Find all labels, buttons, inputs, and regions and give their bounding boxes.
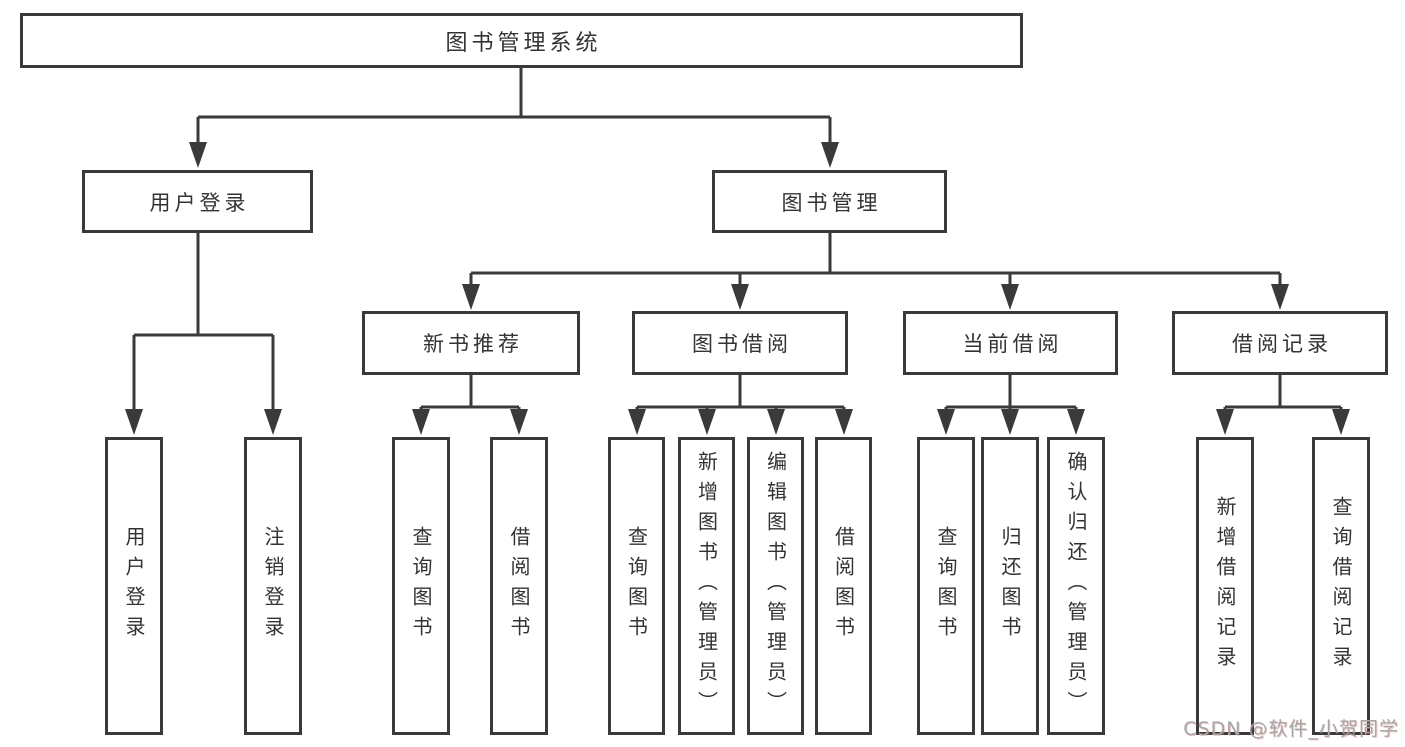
node-label: 借阅记录 (1232, 332, 1332, 356)
arrowheads (125, 142, 1350, 435)
leaf-add-book-admin: 新增图书（管理员） (678, 437, 735, 735)
leaf-current-query-books: 查询图书 (917, 437, 975, 735)
leaf-recommend-query-books: 查询图书 (392, 437, 450, 735)
leaf-logout: 注销登录 (244, 437, 302, 735)
node-user-login: 用户登录 (82, 170, 313, 233)
node-label: 当前借阅 (962, 332, 1063, 356)
leaf-label: 归还图书 (998, 526, 1022, 646)
node-label: 用户登录 (149, 190, 250, 215)
watermark: CSDN @软件_小贺同学 (1183, 718, 1399, 740)
leaf-query-borrow-record: 查询借阅记录 (1312, 437, 1370, 735)
node-label: 图书借阅 (692, 332, 792, 356)
node-new-book-recommend: 新书推荐 (362, 311, 580, 375)
node-label: 新书推荐 (423, 332, 523, 356)
node-current-borrow: 当前借阅 (903, 311, 1118, 375)
node-book-borrow: 图书借阅 (632, 311, 848, 375)
node-label: 图书管理系统 (445, 30, 602, 56)
leaf-confirm-return-admin: 确认归还（管理员） (1047, 437, 1105, 735)
leaf-label: 查询图书 (624, 526, 649, 646)
leaf-borrow-borrow-books: 借阅图书 (815, 437, 872, 735)
leaf-label: 借阅图书 (831, 526, 856, 646)
node-root: 图书管理系统 (20, 13, 1023, 68)
leaf-edit-book-admin: 编辑图书（管理员） (747, 437, 804, 735)
leaf-label: 借阅图书 (507, 526, 531, 646)
leaf-recommend-borrow-books: 借阅图书 (490, 437, 548, 735)
leaf-label: 编辑图书（管理员） (763, 451, 788, 721)
leaf-label: 确认归还（管理员） (1064, 451, 1088, 721)
leaf-label: 新增借阅记录 (1213, 496, 1237, 676)
node-borrow-records: 借阅记录 (1172, 311, 1388, 375)
leaf-label: 查询借阅记录 (1329, 496, 1353, 676)
node-book-management: 图书管理 (712, 170, 947, 233)
node-label: 图书管理 (781, 190, 882, 215)
leaf-borrow-query-books: 查询图书 (608, 437, 665, 735)
leaf-add-borrow-record: 新增借阅记录 (1196, 437, 1254, 735)
leaf-label: 新增图书（管理员） (694, 451, 719, 721)
leaf-label: 查询图书 (934, 526, 958, 646)
leaf-user-login: 用户登录 (105, 437, 163, 735)
leaf-label: 注销登录 (261, 526, 285, 646)
leaf-label: 查询图书 (409, 526, 433, 646)
leaf-label: 用户登录 (122, 526, 146, 646)
leaf-return-books: 归还图书 (981, 437, 1039, 735)
